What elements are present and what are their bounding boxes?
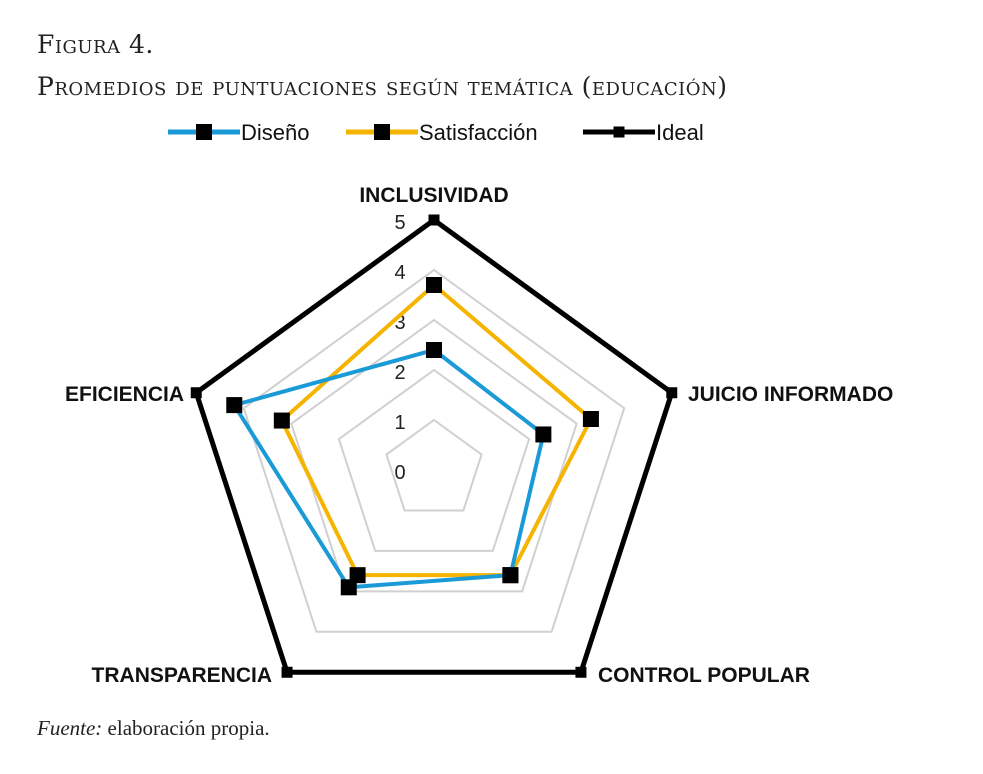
axis-label-transparencia: TRANSPARENCIA	[92, 664, 272, 687]
data-point-diseño-4	[226, 397, 243, 414]
legend-label-satisfacción: Satisfacción	[419, 120, 538, 145]
axis-label-juicio-informado: JUICIO INFORMADO	[688, 383, 893, 406]
tick-label-3: 3	[394, 312, 405, 334]
legend-marker-ideal	[613, 126, 625, 138]
source-text: elaboración propia.	[102, 716, 270, 740]
source-label: Fuente:	[37, 716, 103, 740]
series-line-diseño	[231, 347, 546, 590]
data-point-satisfacción-1	[582, 411, 599, 428]
data-point-diseño-1	[535, 426, 552, 443]
data-point-satisfacción-0	[426, 277, 442, 293]
tick-label-4: 4	[394, 262, 405, 284]
data-point-ideal-4	[190, 387, 202, 399]
legend-label-ideal: Ideal	[656, 120, 704, 145]
figure-caption: Promedios de puntuaciones según temática…	[37, 72, 728, 101]
data-point-diseño-0	[426, 342, 442, 358]
data-point-diseño-3	[340, 579, 357, 596]
legend-marker-satisfacción	[374, 124, 390, 140]
tick-label-1: 1	[394, 412, 405, 434]
figure-number: Figura 4.	[37, 30, 154, 59]
grid-ring-4	[242, 268, 626, 633]
grid-ring-2	[337, 368, 531, 552]
tick-label-2: 2	[394, 362, 405, 384]
axis-label-eficiencia: EFICIENCIA	[65, 383, 184, 406]
data-point-satisfacción-3	[349, 567, 366, 584]
legend-label-diseño: Diseño	[241, 120, 309, 145]
figure-source: Fuente: elaboración propia.	[37, 716, 270, 741]
legend-marker-diseño	[196, 124, 212, 140]
grid-ring-3	[290, 318, 578, 593]
axis-label-inclusividad: INCLUSIVIDAD	[359, 184, 508, 207]
series-line-ideal	[193, 216, 675, 675]
axis-label-control-popular: CONTROL POPULAR	[598, 664, 810, 687]
tick-label-5: 5	[394, 212, 405, 234]
data-point-diseño-2	[502, 567, 519, 584]
data-point-ideal-2	[575, 666, 587, 678]
series-line-satisfacción	[279, 282, 594, 578]
data-point-ideal-0	[428, 214, 440, 226]
data-point-ideal-1	[666, 387, 678, 399]
data-point-ideal-3	[281, 666, 293, 678]
tick-label-0: 0	[394, 462, 405, 484]
grid-ring-1	[385, 418, 483, 512]
data-point-satisfacción-4	[273, 412, 290, 429]
